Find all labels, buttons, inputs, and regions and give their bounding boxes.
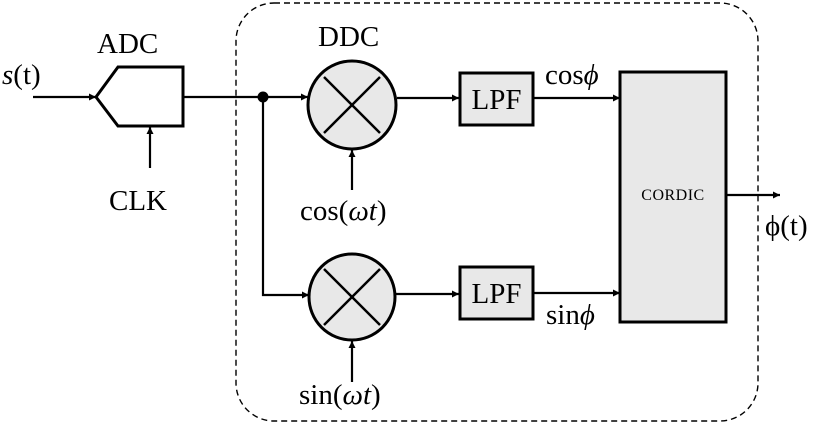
lpf-bottom-block <box>458 265 535 321</box>
clk-label: CLK <box>109 185 167 217</box>
input-signal-label: s(t) <box>2 59 41 91</box>
ddc-boundary <box>235 2 759 422</box>
cordic-label: CORDIC <box>641 187 704 204</box>
sin-phi-label: sinϕ <box>546 299 595 331</box>
cos-phi-label: cosϕ <box>545 59 599 91</box>
adc-block <box>94 65 185 128</box>
top-mixer <box>306 59 398 151</box>
bottom-mixer <box>307 252 397 342</box>
ddc-label: DDC <box>318 21 379 53</box>
lpf-bottom-label: LPF <box>472 278 522 310</box>
adc-label: ADC <box>97 28 158 60</box>
branch-to-bottom-mixer <box>261 97 309 299</box>
lpf-top-label: LPF <box>472 84 522 116</box>
cordic-block <box>618 70 728 324</box>
output-phase-label: ϕ(t) <box>765 210 808 242</box>
sin-ref-label: sin(ωt) <box>299 379 381 411</box>
cos-ref-label: cos(ωt) <box>300 195 387 227</box>
